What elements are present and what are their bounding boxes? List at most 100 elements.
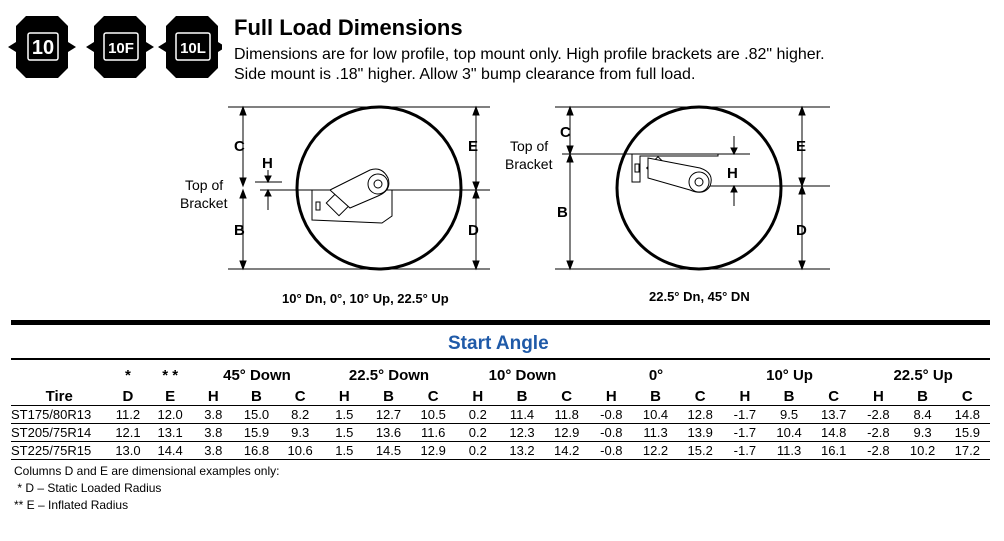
table-column-header-row: Tire D E H B C H B C H B C H B C H B C H…: [11, 384, 990, 405]
col-header: B: [917, 387, 928, 405]
col-header: H: [472, 387, 484, 405]
value-cell: 1.5: [322, 404, 367, 423]
value-cell: 12.9: [544, 422, 590, 441]
value-cell: 10.6: [278, 440, 323, 460]
left-label-c: C: [234, 138, 245, 155]
tire-size-cell: ST175/80R13: [11, 404, 108, 423]
value-cell: 0.2: [455, 422, 500, 441]
value-cell: 14.5: [366, 440, 411, 460]
col-header: H: [605, 387, 617, 405]
value-cell: 11.3: [633, 422, 678, 441]
badge-10f-text: 10F: [108, 40, 134, 57]
value-cell: 9.5: [766, 404, 812, 423]
value-cell: -0.8: [589, 440, 634, 460]
col-header: C: [694, 387, 706, 405]
group-22-5-up: 22.5° Up: [893, 367, 953, 384]
model-badges: 10 10F 10L: [8, 16, 222, 78]
value-cell: 11.4: [499, 404, 545, 423]
description-line-2: Side mount is .18" higher. Allow 3" bump…: [234, 66, 696, 83]
badge-10: 10: [8, 16, 76, 78]
value-cell: 3.8: [191, 404, 235, 423]
footnote-line: Columns D and E are dimensional examples…: [14, 464, 280, 478]
value-cell: 12.9: [410, 440, 456, 460]
page-title: Full Load Dimensions: [234, 15, 463, 40]
left-label-d: D: [468, 222, 479, 239]
value-cell: 3.8: [191, 440, 235, 460]
left-top-of: Top of: [185, 177, 223, 193]
value-cell: 10.4: [633, 404, 678, 423]
left-diagram-caption: 10° Dn, 0°, 10° Up, 22.5° Up: [282, 291, 449, 306]
value-cell: 15.0: [234, 404, 279, 423]
value-cell: 16.1: [811, 440, 857, 460]
value-cell: 8.2: [278, 404, 323, 423]
right-top-of: Top of: [510, 138, 548, 154]
value-cell: 13.7: [811, 404, 857, 423]
value-cell: 13.9: [677, 422, 723, 441]
tire-size-cell: ST205/75R14: [11, 422, 108, 441]
value-cell: 11.6: [410, 422, 456, 441]
right-diagram: [555, 105, 830, 271]
value-cell: 9.3: [278, 422, 323, 441]
value-cell: 15.2: [677, 440, 723, 460]
value-cell: 11.3: [766, 440, 812, 460]
col-header: B: [650, 387, 661, 405]
value-cell: 1.5: [322, 422, 367, 441]
value-cell: -1.7: [722, 440, 767, 460]
description-line-1: Dimensions are for low profile, top moun…: [234, 46, 825, 63]
col-header: H: [338, 387, 350, 405]
group-45-down: 45° Down: [223, 367, 291, 384]
right-diagram-caption: 22.5° Dn, 45° DN: [649, 289, 750, 304]
right-label-c: C: [560, 124, 571, 141]
section-divider-thin: [11, 358, 990, 360]
left-label-b: B: [234, 222, 245, 239]
col-header: C: [561, 387, 573, 405]
value-cell: 14.2: [544, 440, 590, 460]
value-cell: -2.8: [856, 404, 901, 423]
value-cell: 12.7: [366, 404, 411, 423]
group-10-down: 10° Down: [488, 367, 557, 384]
value-cell: -0.8: [589, 422, 634, 441]
value-cell: 12.8: [677, 404, 723, 423]
col-header: C: [828, 387, 840, 405]
value-cell: 12.3: [499, 422, 545, 441]
group-10-up: 10° Up: [766, 367, 813, 384]
value-cell: -2.8: [856, 422, 901, 441]
col-header: H: [872, 387, 884, 405]
value-cell: 13.1: [148, 422, 192, 441]
col-header: B: [251, 387, 262, 405]
value-cell: -1.7: [722, 404, 767, 423]
value-cell: 16.8: [234, 440, 279, 460]
table-group-header-row: * * * 45° Down 22.5° Down 10° Down 0° 10…: [11, 365, 990, 384]
col-header: D: [122, 387, 134, 405]
value-cell: 12.2: [633, 440, 678, 460]
footnote-line: * D – Static Loaded Radius: [14, 481, 162, 495]
description: Dimensions are for low profile, top moun…: [234, 45, 934, 85]
col-header: C: [427, 387, 439, 405]
value-cell: 12.1: [107, 422, 149, 441]
footnote-line: ** E – Inflated Radius: [14, 498, 129, 512]
mark-d: *: [125, 367, 131, 384]
group-0: 0°: [648, 367, 664, 384]
col-header: E: [165, 387, 176, 405]
tire-size-cell: ST225/75R15: [11, 440, 108, 460]
badge-10l-text: 10L: [180, 40, 206, 57]
footnotes: Columns D and E are dimensional examples…: [14, 463, 279, 514]
left-diagram: [228, 105, 490, 271]
value-cell: 17.2: [944, 440, 990, 460]
col-header: B: [516, 387, 528, 405]
value-cell: 13.6: [366, 422, 411, 441]
value-cell: 12.0: [148, 404, 192, 423]
value-cell: 14.8: [944, 404, 990, 423]
right-label-h: H: [727, 165, 738, 182]
value-cell: 15.9: [234, 422, 279, 441]
value-cell: 0.2: [455, 440, 500, 460]
col-header: B: [383, 387, 394, 405]
col-header: H: [739, 387, 751, 405]
left-label-e: E: [468, 138, 478, 155]
group-22-5-down: 22.5° Down: [348, 367, 430, 384]
mark-e: * *: [162, 367, 179, 384]
badge-10-text: 10: [32, 37, 54, 59]
